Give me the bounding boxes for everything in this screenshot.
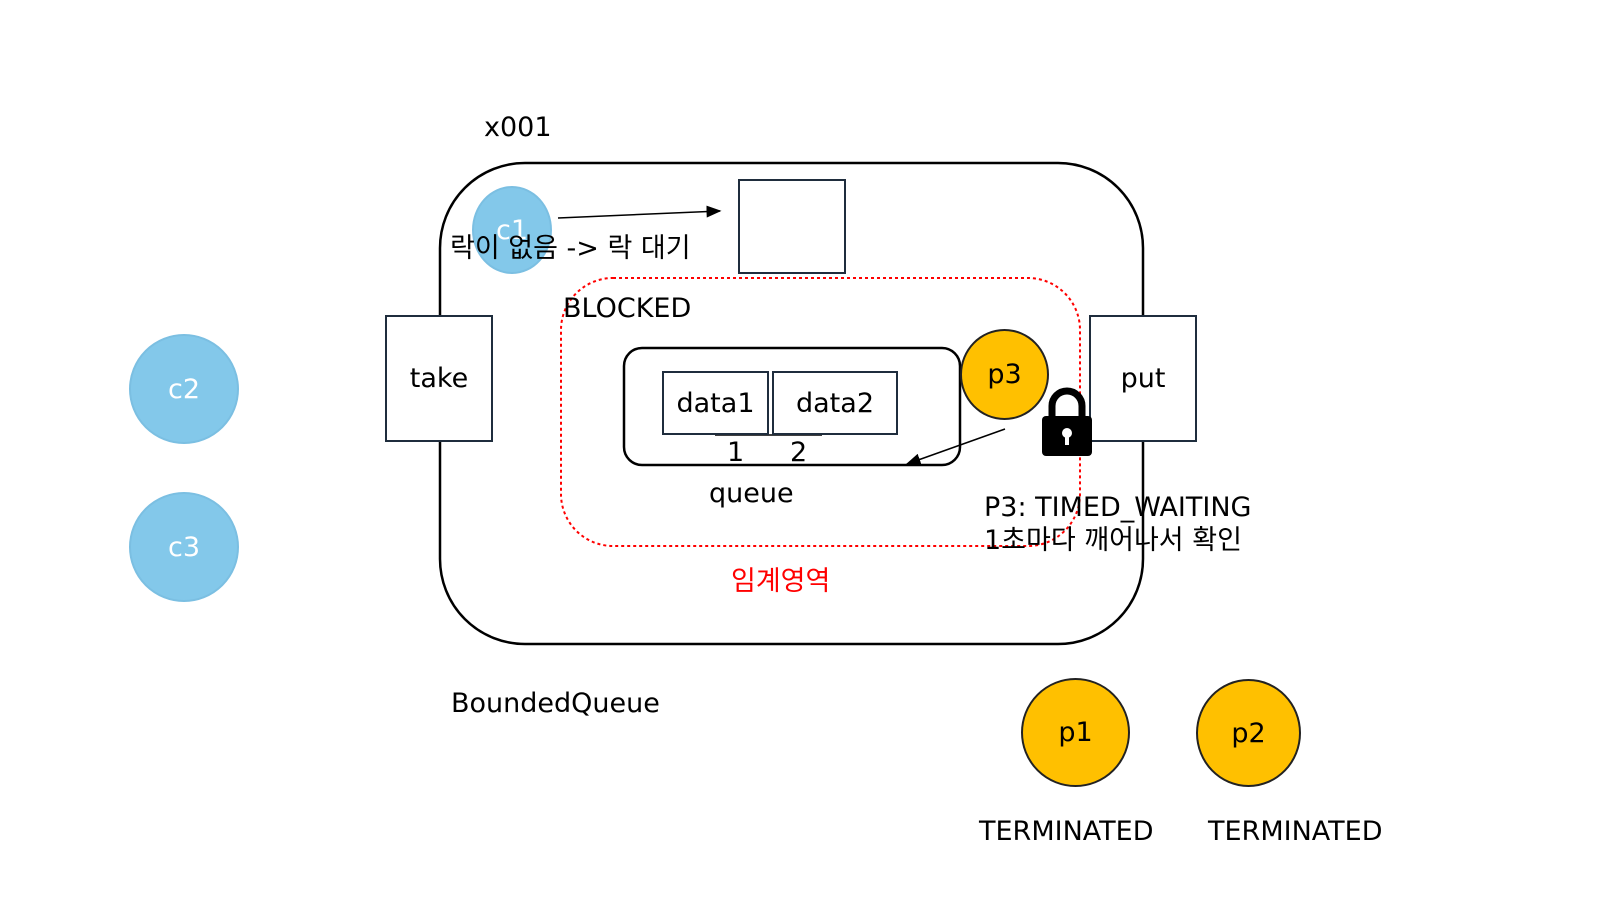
queue-label: queue — [709, 478, 794, 509]
thread-c2-label: c2 — [167, 373, 201, 405]
take-method-box: take — [385, 315, 493, 442]
queue-index-1: 1 — [727, 437, 745, 468]
lock-wait-note: 락이 없음 -> 락 대기 — [450, 233, 691, 264]
critical-section-label: 임계영역 — [731, 566, 831, 597]
queue-item-data1: data1 — [662, 371, 769, 435]
p1-state-label: TERMINATED — [979, 816, 1154, 847]
queue-container — [622, 346, 962, 467]
object-id-label: x001 — [484, 112, 552, 143]
lock-slot-box — [738, 179, 846, 274]
thread-c1: c1 — [472, 186, 552, 274]
thread-p1-label: p1 — [1058, 717, 1093, 748]
queue-index-2: 2 — [790, 437, 808, 468]
thread-p3-label: p3 — [987, 359, 1022, 390]
queue-item-data2: data2 — [772, 371, 898, 435]
p3-state-note-line1: P3: TIMED_WAITING — [984, 492, 1252, 523]
c1-to-lock-arrow — [557, 205, 722, 219]
thread-p1: p1 — [1021, 678, 1130, 787]
thread-p2: p2 — [1196, 679, 1301, 787]
thread-p2-label: p2 — [1231, 717, 1266, 749]
p3-state-note-line2: 1초마다 깨어나서 확인 — [984, 525, 1242, 556]
thread-c3: c3 — [129, 492, 239, 602]
p3-to-queue-arrow — [905, 428, 1006, 466]
blocked-label: BLOCKED — [563, 293, 692, 324]
thread-c2: c2 — [129, 334, 239, 444]
thread-c3-label: c3 — [167, 531, 201, 563]
put-method-box: put — [1089, 315, 1197, 442]
thread-c1-label: c1 — [495, 214, 529, 246]
padlock-icon — [1040, 384, 1094, 458]
thread-p3: p3 — [960, 329, 1049, 420]
bounded-queue-label: BoundedQueue — [451, 688, 660, 719]
p2-state-label: TERMINATED — [1208, 816, 1383, 847]
